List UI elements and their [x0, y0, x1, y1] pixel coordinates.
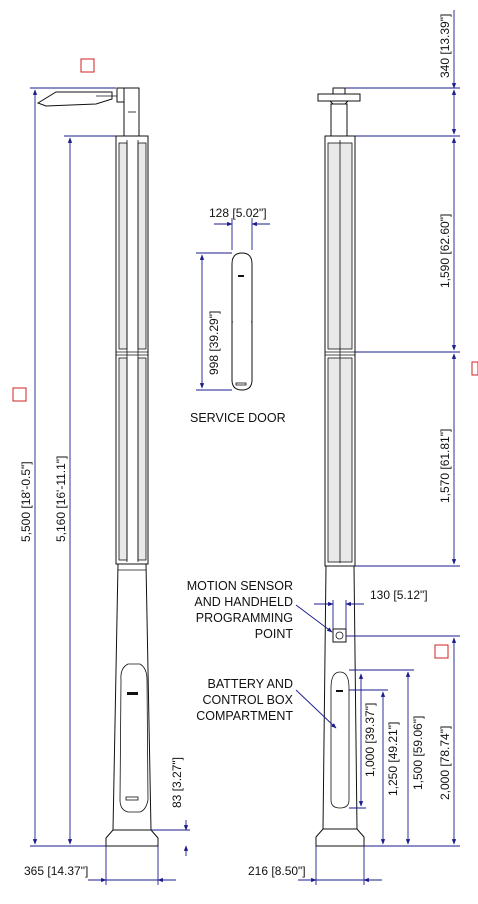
solar-panel-upper-left-a [118, 142, 128, 350]
dimensions-door: 128 [5.02"] 998 [39.29"] [196, 206, 270, 391]
service-door-label: SERVICE DOOR [190, 411, 286, 425]
motion-sensor-box [332, 628, 347, 643]
base-plate-height-dim: 83 [3.27"] [170, 757, 184, 808]
door-latch-left [127, 692, 138, 695]
service-door-outline [231, 252, 253, 391]
lower-pole-right [322, 565, 358, 830]
service-door-detail: SERVICE DOOR [190, 252, 286, 425]
battery-compartment-door [330, 671, 350, 809]
door-hinge-left [125, 796, 139, 801]
sensor-height-dim: 2,000 [78.74"] [438, 726, 452, 800]
solar-panel-upper-left-b [137, 142, 147, 350]
dimensions-left: 5,500 [18'-0.5"] 5,160 [16'-11.1"] 83 [3… [19, 87, 190, 885]
motion-label-line2: AND HANDHELD [194, 595, 293, 609]
compartment-low-dim: 1,000 [39.37"] [363, 703, 377, 777]
total-height-dim: 5,500 [18'-0.5"] [19, 461, 33, 542]
red-marker-left [12, 387, 27, 402]
battery-label-line3: COMPARTMENT [196, 709, 293, 723]
red-marker-right-edge [471, 361, 478, 376]
base-width-left-dim: 365 [14.37"] [24, 864, 88, 878]
pole-height-dim: 5,160 [16'-11.1"] [54, 456, 68, 542]
pole-top-cap-right [332, 87, 346, 95]
sensor-offset-dim: 130 [5.12"] [370, 588, 428, 602]
compartment-top-dim: 1,500 [59.06"] [411, 716, 425, 790]
motion-label-line3: PROGRAMMING [196, 611, 293, 625]
solar-panel-lower-left-b [137, 357, 147, 561]
base-width-right-dim: 216 [8.50"] [248, 864, 306, 878]
head-height-dim: 340 [13.39"] [438, 14, 452, 78]
base-plate-left [105, 829, 159, 847]
battery-label-line1: BATTERY AND [208, 677, 293, 691]
dimensions-right: 340 [13.39"] 1,590 [62.60"] 1,570 [61.81… [248, 10, 460, 885]
left-elevation-view [36, 87, 159, 847]
door-height-dim: 998 [39.29"] [207, 311, 221, 375]
motion-label-line1: MOTION SENSOR [187, 579, 293, 593]
battery-label-line2: CONTROL BOX [202, 693, 293, 707]
battery-callout: BATTERY AND CONTROL BOX COMPARTMENT [196, 677, 337, 729]
base-plate-right [315, 828, 365, 847]
upper-panel-dim: 1,590 [62.60"] [438, 214, 452, 288]
red-marker-top [80, 58, 95, 73]
lower-panel-dim: 1,570 [61.81"] [438, 429, 452, 503]
luminaire-head-right [317, 93, 361, 102]
solar-panel-lower-left-a [118, 357, 128, 561]
door-width-dim: 128 [5.02"] [209, 206, 267, 220]
motion-label-line4: POINT [255, 627, 294, 641]
right-side-view [315, 87, 365, 847]
red-marker-sensor [434, 644, 449, 659]
compartment-mid-dim: 1,250 [49.21"] [386, 722, 400, 796]
lower-pole-left [112, 563, 152, 831]
motion-sensor-callout: MOTION SENSOR AND HANDHELD PROGRAMMING P… [187, 579, 333, 641]
luminaire-head-left [36, 91, 113, 107]
